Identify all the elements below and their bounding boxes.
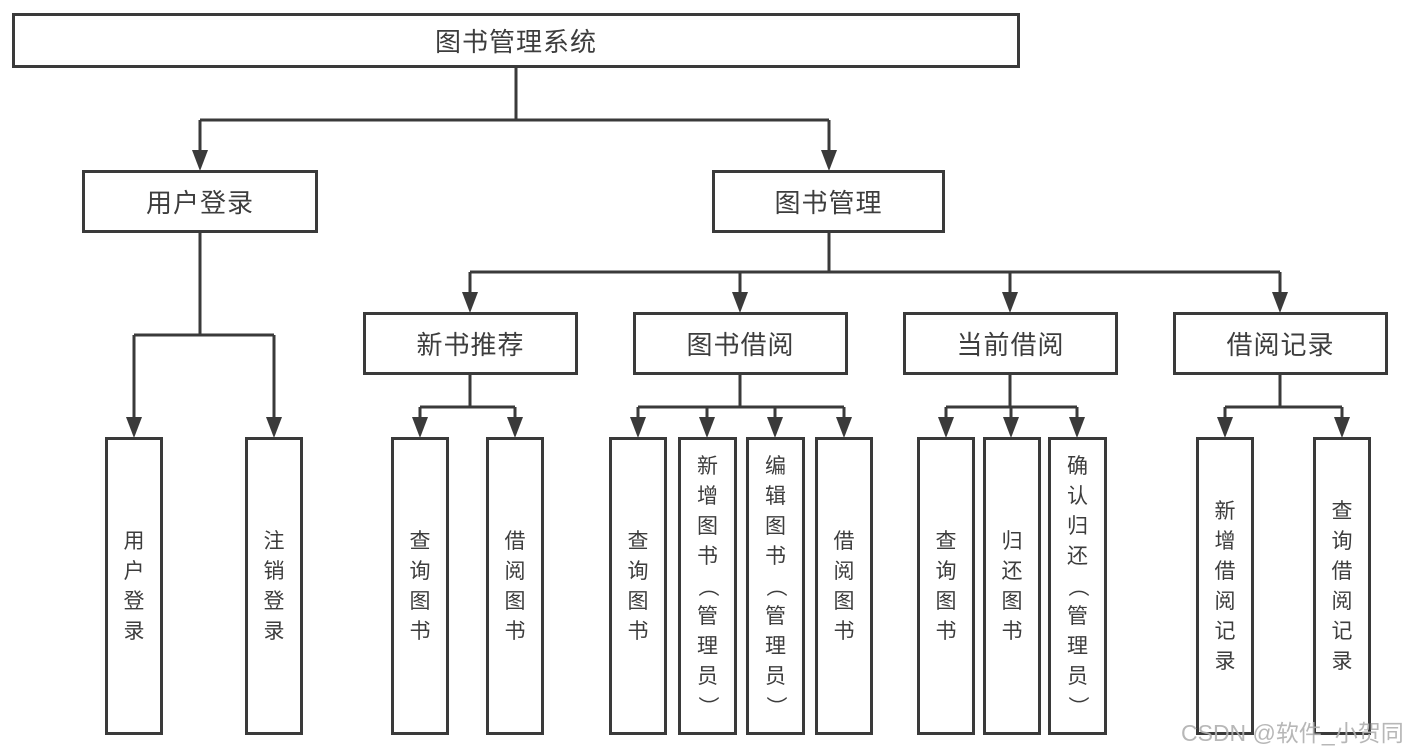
arrowhead (1002, 292, 1018, 313)
leaf-label: 归还图书 (1001, 529, 1023, 643)
leaf-return-books: 归还图书 (983, 437, 1041, 735)
leaf-label: 查询图书 (935, 529, 957, 643)
node-label: 图书管理 (774, 188, 883, 218)
node-label: 图书借阅 (686, 330, 795, 360)
leaf-query-books-borrow: 查询图书 (609, 437, 667, 735)
arrowhead (1272, 292, 1288, 313)
leaf-borrow-books: 借阅图书 (815, 437, 873, 735)
leaf-user-login: 用户登录 (105, 437, 163, 735)
arrowhead (412, 417, 428, 438)
arrowhead (1334, 417, 1350, 438)
node-new-book-recommend: 新书推荐 (363, 312, 578, 375)
leaf-logout: 注销登录 (245, 437, 303, 735)
arrowhead (266, 417, 282, 438)
leaf-label: 借阅图书 (833, 529, 855, 643)
leaf-label: 查询图书 (627, 529, 649, 643)
node-book-borrow: 图书借阅 (633, 312, 848, 375)
node-book-management: 图书管理 (712, 170, 945, 233)
arrowhead (630, 417, 646, 438)
node-label: 借阅记录 (1226, 330, 1335, 360)
leaf-label: 注销登录 (263, 529, 285, 643)
node-borrow-records: 借阅记录 (1173, 312, 1388, 375)
arrowhead (732, 292, 748, 313)
leaf-label: 查询图书 (409, 529, 431, 643)
connector-current-borrow (938, 375, 1085, 438)
connector-new-book (412, 375, 523, 438)
leaf-query-books-recommend: 查询图书 (391, 437, 449, 735)
arrowhead (836, 417, 852, 438)
arrowhead (462, 292, 478, 313)
connector-book-management (462, 233, 1288, 313)
leaf-add-borrow-record: 新增借阅记录 (1196, 437, 1254, 735)
node-current-borrow: 当前借阅 (903, 312, 1118, 375)
leaf-label: 新增图书（管理员） (696, 454, 719, 717)
leaf-edit-books-admin: 编辑图书（管理员） (746, 437, 805, 735)
arrowhead (767, 417, 783, 438)
connector-book-borrow (630, 375, 852, 438)
connector-user-login (126, 233, 282, 438)
node-label: 用户登录 (145, 188, 254, 218)
watermark: CSDN @软件_小贺同学 (1181, 720, 1405, 746)
leaf-query-borrow-record: 查询借阅记录 (1313, 437, 1371, 735)
arrowhead (1069, 417, 1085, 438)
leaf-confirm-return-admin: 确认归还（管理员） (1048, 437, 1107, 735)
arrowhead (821, 150, 837, 171)
arrowhead (192, 150, 208, 171)
node-label: 当前借阅 (956, 330, 1065, 360)
arrowhead (1003, 417, 1019, 438)
arrowhead (1217, 417, 1233, 438)
leaf-label: 编辑图书（管理员） (764, 454, 787, 717)
connector-root (192, 68, 837, 171)
node-user-login: 用户登录 (82, 170, 318, 233)
leaf-label: 查询借阅记录 (1331, 499, 1353, 673)
leaf-add-books-admin: 新增图书（管理员） (678, 437, 737, 735)
leaf-label: 用户登录 (123, 529, 145, 643)
leaf-label: 新增借阅记录 (1214, 499, 1236, 673)
leaf-label: 借阅图书 (504, 529, 526, 643)
node-label: 新书推荐 (416, 330, 525, 360)
node-label: 图书管理系统 (434, 27, 597, 57)
leaf-query-books-current: 查询图书 (917, 437, 975, 735)
arrowhead (507, 417, 523, 438)
arrowhead (699, 417, 715, 438)
arrowhead (938, 417, 954, 438)
connector-borrow-records (1217, 375, 1350, 438)
leaf-borrow-books-recommend: 借阅图书 (486, 437, 544, 735)
node-root-system: 图书管理系统 (12, 13, 1020, 68)
leaf-label: 确认归还（管理员） (1066, 454, 1089, 717)
arrowhead (126, 417, 142, 438)
